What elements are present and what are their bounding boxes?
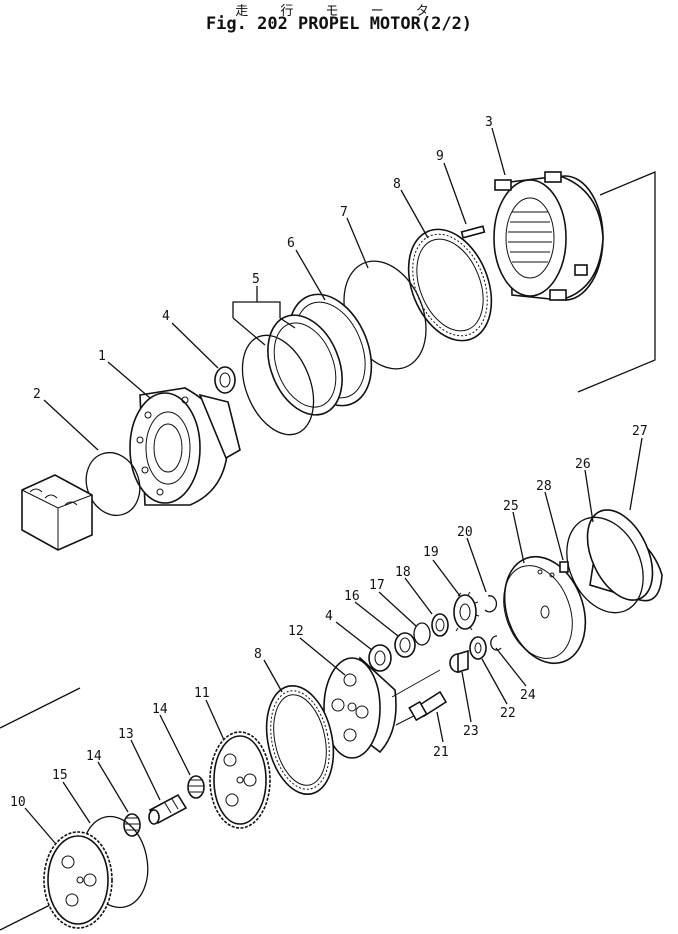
valve-block <box>21 474 93 551</box>
leader-25 <box>512 511 525 564</box>
callout-1: 1 <box>98 349 106 364</box>
leader-18 <box>404 577 433 615</box>
callout-19: 19 <box>423 545 439 560</box>
leader-28 <box>544 491 564 561</box>
callout-13: 13 <box>118 727 134 742</box>
leader-8b <box>263 659 283 693</box>
callout-10: 10 <box>10 795 26 810</box>
part-17-ring <box>413 622 431 646</box>
callout-24: 24 <box>520 688 536 703</box>
leader-12 <box>299 637 346 676</box>
part-22-gear <box>469 636 487 660</box>
callout-7: 7 <box>340 205 348 220</box>
leader-6 <box>295 249 326 301</box>
part-14-bearing-b <box>123 813 141 837</box>
part-8-bearing-lower <box>265 684 335 796</box>
callout-3: 3 <box>485 115 493 130</box>
callout-8a: 8 <box>393 177 401 192</box>
leader-20 <box>466 537 487 593</box>
callout-12: 12 <box>288 624 304 639</box>
leader-14a <box>159 714 191 776</box>
callout-18: 18 <box>395 565 411 580</box>
part-19-gear <box>453 591 480 632</box>
leader-26 <box>584 469 594 523</box>
part-11-planet-gear <box>209 731 271 829</box>
lower-axis-bracket-top <box>0 687 81 729</box>
leader-5a <box>232 317 266 346</box>
part-24-snap-ring <box>490 635 502 651</box>
callout-4b: 4 <box>325 609 333 624</box>
part-23-bushing <box>449 649 469 674</box>
callout-8b: 8 <box>254 647 262 662</box>
callout-20: 20 <box>457 525 473 540</box>
callout-27: 27 <box>632 424 648 439</box>
part-13-shaft <box>148 793 188 825</box>
part-27-cover <box>586 509 663 602</box>
callout-26: 26 <box>575 457 591 472</box>
callout-2: 2 <box>33 387 41 402</box>
callout-9: 9 <box>436 149 444 164</box>
leader-11 <box>205 699 225 741</box>
leader-4b <box>335 621 373 651</box>
part-3-housing <box>493 171 604 301</box>
callout-23: 23 <box>463 724 479 739</box>
part-21-bolt <box>408 690 448 722</box>
leader-4a <box>171 322 219 369</box>
leader-2 <box>43 399 99 451</box>
part-28-plug <box>559 561 569 573</box>
leader-3 <box>491 127 506 176</box>
part-4-bearing-upper <box>214 366 236 394</box>
leader-21 <box>436 711 444 743</box>
upper-axis-bracket <box>577 171 656 393</box>
part-26-o-ring <box>566 516 644 614</box>
leader-10 <box>24 807 56 844</box>
part-10-planet-gear <box>43 831 113 929</box>
leader-5b <box>279 317 296 329</box>
part-9-pin <box>460 225 486 239</box>
callout-16: 16 <box>344 589 360 604</box>
leader-16 <box>354 601 399 637</box>
leader-23 <box>461 671 472 723</box>
callout-11: 11 <box>194 686 210 701</box>
leader-14b <box>97 761 129 813</box>
leader-19 <box>432 559 461 597</box>
leader-13 <box>130 739 161 801</box>
part-20-snap-ring <box>484 595 498 613</box>
leader-15 <box>62 781 91 824</box>
part-18-washer <box>431 613 449 637</box>
callout-21: 21 <box>433 745 449 760</box>
leader-24 <box>495 647 527 687</box>
leader-9 <box>443 162 467 225</box>
leader-22 <box>481 658 508 705</box>
leader-8a <box>400 189 429 239</box>
lower-axis-bracket-bottom <box>0 904 51 931</box>
part-25-cover-plate <box>503 555 587 665</box>
callout-14a: 14 <box>152 702 168 717</box>
leader-1 <box>107 361 151 399</box>
leader-7 <box>346 217 369 269</box>
callout-15: 15 <box>52 768 68 783</box>
callout-28: 28 <box>536 479 552 494</box>
part-14-bearing-a <box>187 775 205 799</box>
callout-22: 22 <box>500 706 516 721</box>
leader-17 <box>378 591 417 627</box>
callout-6: 6 <box>287 236 295 251</box>
callout-14b: 14 <box>86 749 102 764</box>
callout-25: 25 <box>503 499 519 514</box>
figure-title: Fig. 202 PROPEL MOTOR(2/2) <box>205 14 473 34</box>
callout-4a: 4 <box>162 309 170 324</box>
part-1-hub <box>129 387 241 506</box>
part-12-carrier <box>323 656 446 759</box>
callout-5: 5 <box>252 272 260 287</box>
part-4-bearing-lower <box>368 644 392 672</box>
callout-17: 17 <box>369 578 385 593</box>
leader-27 <box>629 437 643 511</box>
part-16-thrust-washer <box>394 632 416 658</box>
leader-5-bracket <box>232 301 281 318</box>
part-8-bearing-upper <box>407 228 493 342</box>
title-japanese: 走 行 モ ー タ <box>235 4 443 19</box>
